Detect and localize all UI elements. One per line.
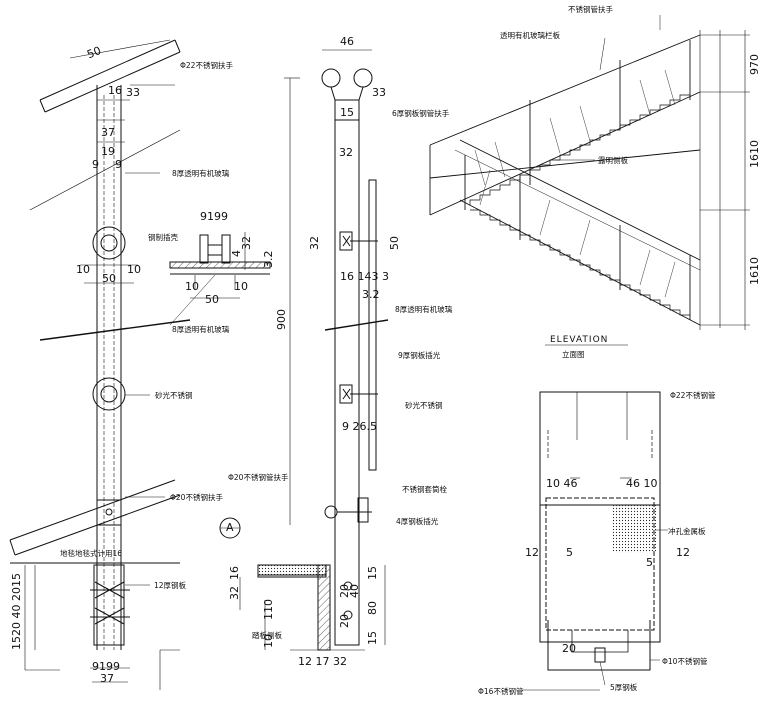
middle-post-detail xyxy=(159,49,389,690)
mid-small-dims: 9 26.5 xyxy=(342,420,377,433)
mid-dim-50: 50 xyxy=(388,236,401,250)
elev-top-note: 不锈钢管扶手 xyxy=(568,4,613,14)
br-rod-note: Φ10不锈钢管 xyxy=(662,656,708,666)
br-plate-note: 5厚钢板 xyxy=(610,682,638,692)
bottom-right-section xyxy=(520,391,668,691)
left-glass-note: 8厚透明有机玻璃 xyxy=(172,168,230,178)
left-rail-note: Φ22不锈钢扶手 xyxy=(180,60,233,70)
left-bottom-dims-a: 9199 xyxy=(92,660,120,673)
mid-d-110: 110 xyxy=(262,599,275,620)
mid-dim-32: 32 xyxy=(339,146,353,159)
br-dims-left: 10 46 xyxy=(546,477,578,490)
mid-dim-small: 16 143 3 xyxy=(340,270,389,283)
br-tube-note: Φ16不锈钢管 xyxy=(478,686,524,696)
mid-rail-note: Φ20不锈钢管扶手 xyxy=(228,472,289,482)
br-dim-5a: 5 xyxy=(566,546,573,559)
elevation-hatching xyxy=(474,69,676,298)
br-dims-right: 46 10 xyxy=(626,477,658,490)
br-perf-note: 冲孔金属板 xyxy=(668,526,706,536)
center-section-detail xyxy=(169,232,271,326)
center-d-4: 4 xyxy=(230,250,243,257)
left-dim-10b: 10 xyxy=(127,263,141,276)
center-glass-note: 8厚透明有机玻璃 xyxy=(172,324,230,334)
mid-dim-3-2: 3.2 xyxy=(362,288,380,301)
left-rail-note2: Φ20不锈钢扶手 xyxy=(170,492,223,502)
mid-dim-33: 33 xyxy=(372,86,386,99)
mid-glass-note: 8厚透明有机玻璃 xyxy=(395,304,453,314)
left-dim-9a: 9 xyxy=(92,158,99,171)
left-bottom-dims-b: 37 xyxy=(100,672,114,685)
mid-dim-46: 46 xyxy=(340,35,354,48)
stair-elevation xyxy=(429,15,750,346)
center-d-50: 50 xyxy=(205,293,219,306)
br-rail-note: Φ22不锈钢管 xyxy=(670,390,716,400)
left-detail-labels: 50 Φ22不锈钢扶手 33 16 37 19 9 9 8厚透明有机玻璃 钢制插… xyxy=(10,44,233,685)
bottom-right-labels: Φ22不锈钢管 10 46 46 10 冲孔金属板 12 5 12 5 20 Φ… xyxy=(478,390,716,696)
left-dim-16: 16 xyxy=(108,84,122,97)
left-steel-note: 砂光不锈钢 xyxy=(155,390,193,400)
elev-dim-970: 970 xyxy=(748,54,760,75)
elev-side-note: 露明侧板 xyxy=(598,155,628,165)
mid-dim-15: 15 xyxy=(340,106,354,119)
mid-dim-900: 900 xyxy=(275,309,288,330)
br-dim-12a: 12 xyxy=(525,546,539,559)
mid-bolt-note: 不锈钢套筒栓 xyxy=(402,484,447,494)
br-dim-20: 20 xyxy=(562,642,576,655)
mid-plate-note2: 4厚钢板插光 xyxy=(396,516,439,526)
left-top-dim: 50 xyxy=(85,44,103,61)
middle-detail-labels: 46 33 6厚钢板钢管扶手 15 32 900 32 50 16 143 3 … xyxy=(226,35,453,668)
mid-d-40: 40 xyxy=(348,584,361,598)
elev-dim-1610a: 1610 xyxy=(748,140,760,168)
center-section-labels: 9199 4 32 3.2 10 10 50 8厚透明有机玻璃 xyxy=(172,210,275,334)
elev-glass-note: 透明有机玻璃栏板 xyxy=(500,30,560,40)
left-vert-dims: 1520 40 2015 xyxy=(10,573,23,650)
elev-title-en: ELEVATION xyxy=(550,335,608,345)
center-top-dims: 9199 xyxy=(200,210,228,223)
elevation-labels: 不锈钢管扶手 透明有机玻璃栏板 露明侧板 970 1610 1610 ELEVA… xyxy=(500,4,760,359)
br-dim-5b: 5 xyxy=(646,556,653,569)
mid-d-10: 10 xyxy=(262,634,275,648)
left-dim-9b: 9 xyxy=(115,158,122,171)
left-railing-detail xyxy=(9,39,191,683)
left-dim-37: 37 xyxy=(101,126,115,139)
elev-dim-1610b: 1610 xyxy=(748,257,760,285)
br-dim-12b: 12 xyxy=(676,546,690,559)
mid-dim-32b: 32 xyxy=(308,236,321,250)
left-light-note: 钢制插壳 xyxy=(148,232,178,242)
center-d-32: 32 xyxy=(240,236,253,250)
mid-d-80: 80 xyxy=(366,601,379,615)
mid-circle-label: A xyxy=(226,521,234,534)
mid-bottom-dims: 12 17 32 xyxy=(298,655,347,668)
mid-d-15a: 15 xyxy=(366,566,379,580)
mid-d-16: 16 xyxy=(228,566,241,580)
mid-d-32: 32 xyxy=(228,586,241,600)
left-dim-19: 19 xyxy=(101,145,115,158)
center-d-3-2: 3.2 xyxy=(262,251,275,269)
mid-d-15b: 15 xyxy=(366,631,379,645)
left-plate-note: 12厚钢板 xyxy=(154,580,187,590)
mid-steel-note: 砂光不锈钢 xyxy=(405,400,443,410)
center-d-10a: 10 xyxy=(185,280,199,293)
center-d-10b: 10 xyxy=(234,280,248,293)
left-dim-33: 33 xyxy=(126,86,140,99)
left-bottom-note: 地毯地毯式计用16 xyxy=(60,548,122,558)
mid-stair-note: 踏板侧板 xyxy=(252,630,282,640)
left-dim-10a: 10 xyxy=(76,263,90,276)
elev-title-cn: 立面图 xyxy=(562,349,585,359)
mid-plate-note: 9厚钢板插光 xyxy=(398,350,441,360)
mid-d-20b: 20 xyxy=(338,614,351,628)
left-dim-50: 50 xyxy=(102,272,116,285)
mid-d-20: 20 xyxy=(338,584,351,598)
mid-tube-note: 6厚钢板钢管扶手 xyxy=(392,108,450,118)
